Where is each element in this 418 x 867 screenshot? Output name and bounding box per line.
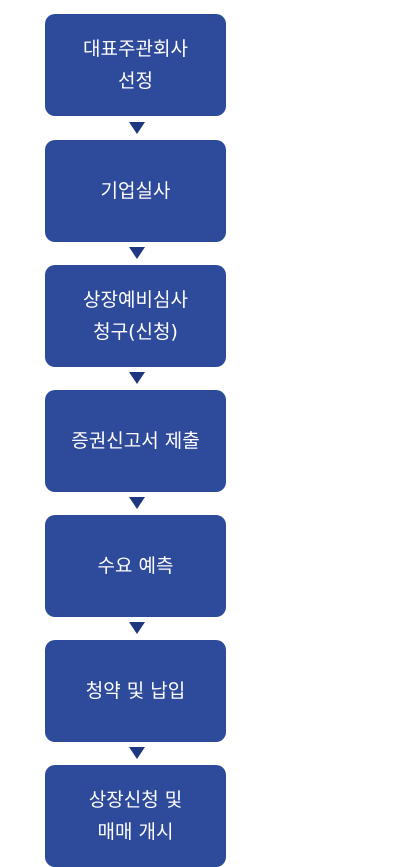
step-1-underwriter-selection: 대표주관회사 선정 bbox=[45, 14, 226, 116]
step-2-label: 기업실사 bbox=[100, 180, 171, 202]
step-5-label: 수요 예측 bbox=[97, 555, 174, 577]
step-7-listing-trading: 상장신청 및 매매 개시 bbox=[45, 765, 226, 867]
step-5-demand-forecast: 수요 예측 bbox=[45, 515, 226, 617]
step-3-label-line1: 상장예비심사 bbox=[83, 289, 188, 311]
step-6-subscription-payment: 청약 및 납입 bbox=[45, 640, 226, 742]
down-arrow-icon bbox=[129, 372, 145, 384]
step-7-label-line2: 매매 개시 bbox=[97, 821, 174, 843]
step-1-label-line2: 선정 bbox=[118, 70, 153, 92]
step-3-label-line2: 청구(신청) bbox=[93, 321, 178, 343]
down-arrow-icon bbox=[129, 622, 145, 634]
step-6-label: 청약 및 납입 bbox=[85, 680, 186, 702]
down-arrow-icon bbox=[129, 497, 145, 509]
down-arrow-icon bbox=[129, 747, 145, 759]
step-7-label-line1: 상장신청 및 bbox=[88, 789, 183, 811]
down-arrow-icon bbox=[129, 247, 145, 259]
step-4-label: 증권신고서 제출 bbox=[71, 430, 200, 452]
step-1-label-line1: 대표주관회사 bbox=[83, 38, 188, 60]
step-4-registration-statement: 증권신고서 제출 bbox=[45, 390, 226, 492]
step-2-due-diligence: 기업실사 bbox=[45, 140, 226, 242]
step-3-preliminary-review: 상장예비심사 청구(신청) bbox=[45, 265, 226, 367]
down-arrow-icon bbox=[129, 122, 145, 134]
